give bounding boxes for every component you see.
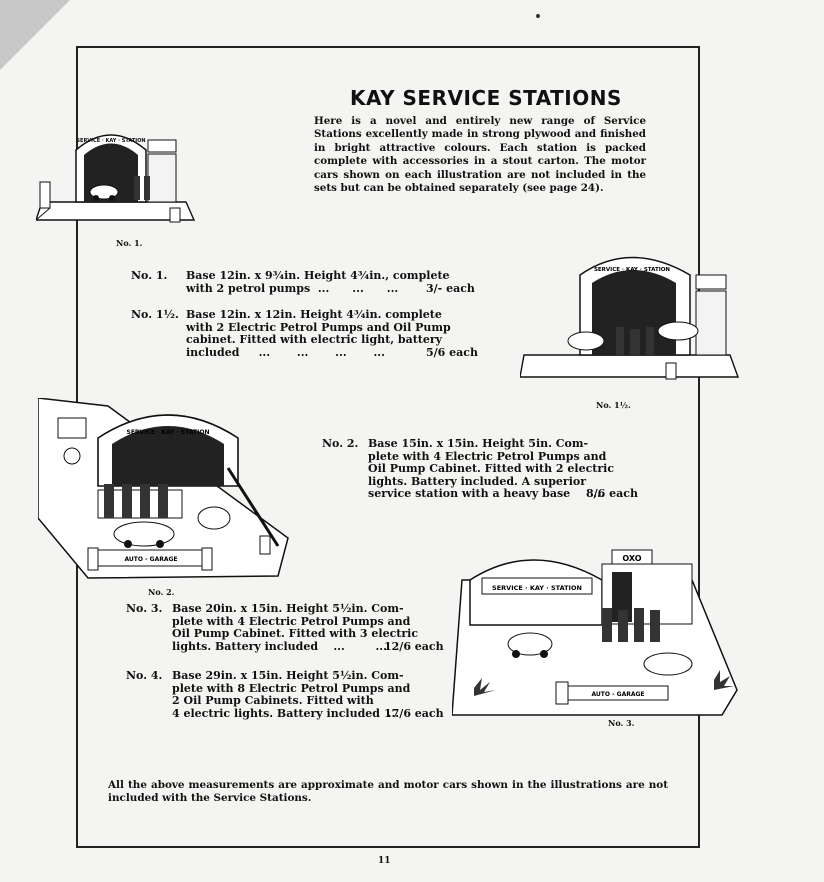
illustration-no-1: SERVICE · KAY · STATION xyxy=(36,120,196,230)
entry-price: 5/6 each xyxy=(426,345,478,359)
page-corner-shadow xyxy=(0,0,70,70)
entry-number: No. 3. xyxy=(126,602,163,615)
garage-board-text: AUTO - GARAGE xyxy=(124,556,177,563)
illustration-no-2: SERVICE · KAY · STATION AUTO - GARAGE xyxy=(38,398,293,583)
entry-number: No. 4. xyxy=(126,669,163,682)
caption-no-2: No. 2. xyxy=(148,587,175,597)
canopy-sign-text: SERVICE · KAY · STATION xyxy=(594,267,670,273)
caption-no-3: No. 3. xyxy=(608,718,635,728)
entry-number: No. 1½. xyxy=(131,308,179,321)
canopy-sign-text: SERVICE · KAY · STATION xyxy=(492,584,582,592)
caption-no-1: No. 1. xyxy=(116,238,143,248)
footnote: All the above measurements are approxima… xyxy=(108,779,668,804)
entry-description: Base 20in. x 15in. Height 5½in. Com- ple… xyxy=(172,602,419,653)
page-number: 11 xyxy=(378,856,391,866)
illustration-no-3: SERVICE · KAY · STATION OXO AUTO - GARAG… xyxy=(452,540,742,720)
page-title: KAY SERVICE STATIONS xyxy=(350,86,622,110)
speck xyxy=(536,14,540,18)
entry-description: Base 12in. x 9¾in. Height 4¾in., complet… xyxy=(186,269,450,295)
entry-description: Base 15in. x 15in. Height 5in. Com- plet… xyxy=(368,437,615,500)
canopy-sign-text: SERVICE · KAY · STATION xyxy=(76,138,145,144)
caption-no-1-half: No. 1½. xyxy=(596,400,631,410)
price-entry-no-2: No. 2. Base 15in. x 15in. Height 5in. Co… xyxy=(322,437,642,508)
canopy-sign-text: SERVICE · KAY · STATION xyxy=(127,429,210,436)
entry-price: 8/6 each xyxy=(586,487,638,500)
entry-description: Base 12in. x 12in. Height 4¾in. complete… xyxy=(186,308,451,359)
entry-price: 12/6 each xyxy=(384,639,444,653)
price-entry-no-4: No. 4. Base 29in. x 15in. Height 5½in. C… xyxy=(126,669,446,730)
price-entry-no-1: No. 1. Base 12in. x 9¾in. Height 4¾in., … xyxy=(131,269,491,302)
entry-number: No. 1. xyxy=(131,269,168,282)
illustration-no-1-half: SERVICE · KAY · STATION xyxy=(520,245,742,390)
intro-paragraph: Here is a novel and entirely new range o… xyxy=(314,115,646,195)
entry-number: No. 2. xyxy=(322,437,359,450)
garage-board-text: AUTO - GARAGE xyxy=(591,691,644,698)
oxo-sign-text: OXO xyxy=(622,554,641,563)
price-entry-no-1-half: No. 1½. Base 12in. x 12in. Height 4¾in. … xyxy=(131,308,491,365)
entry-price: 17/6 each xyxy=(384,706,444,720)
price-entry-no-3: No. 3. Base 20in. x 15in. Height 5½in. C… xyxy=(126,602,446,663)
entry-price: 3/- each xyxy=(426,281,475,295)
entry-description: Base 29in. x 15in. Height 5½in. Com- ple… xyxy=(172,669,411,720)
